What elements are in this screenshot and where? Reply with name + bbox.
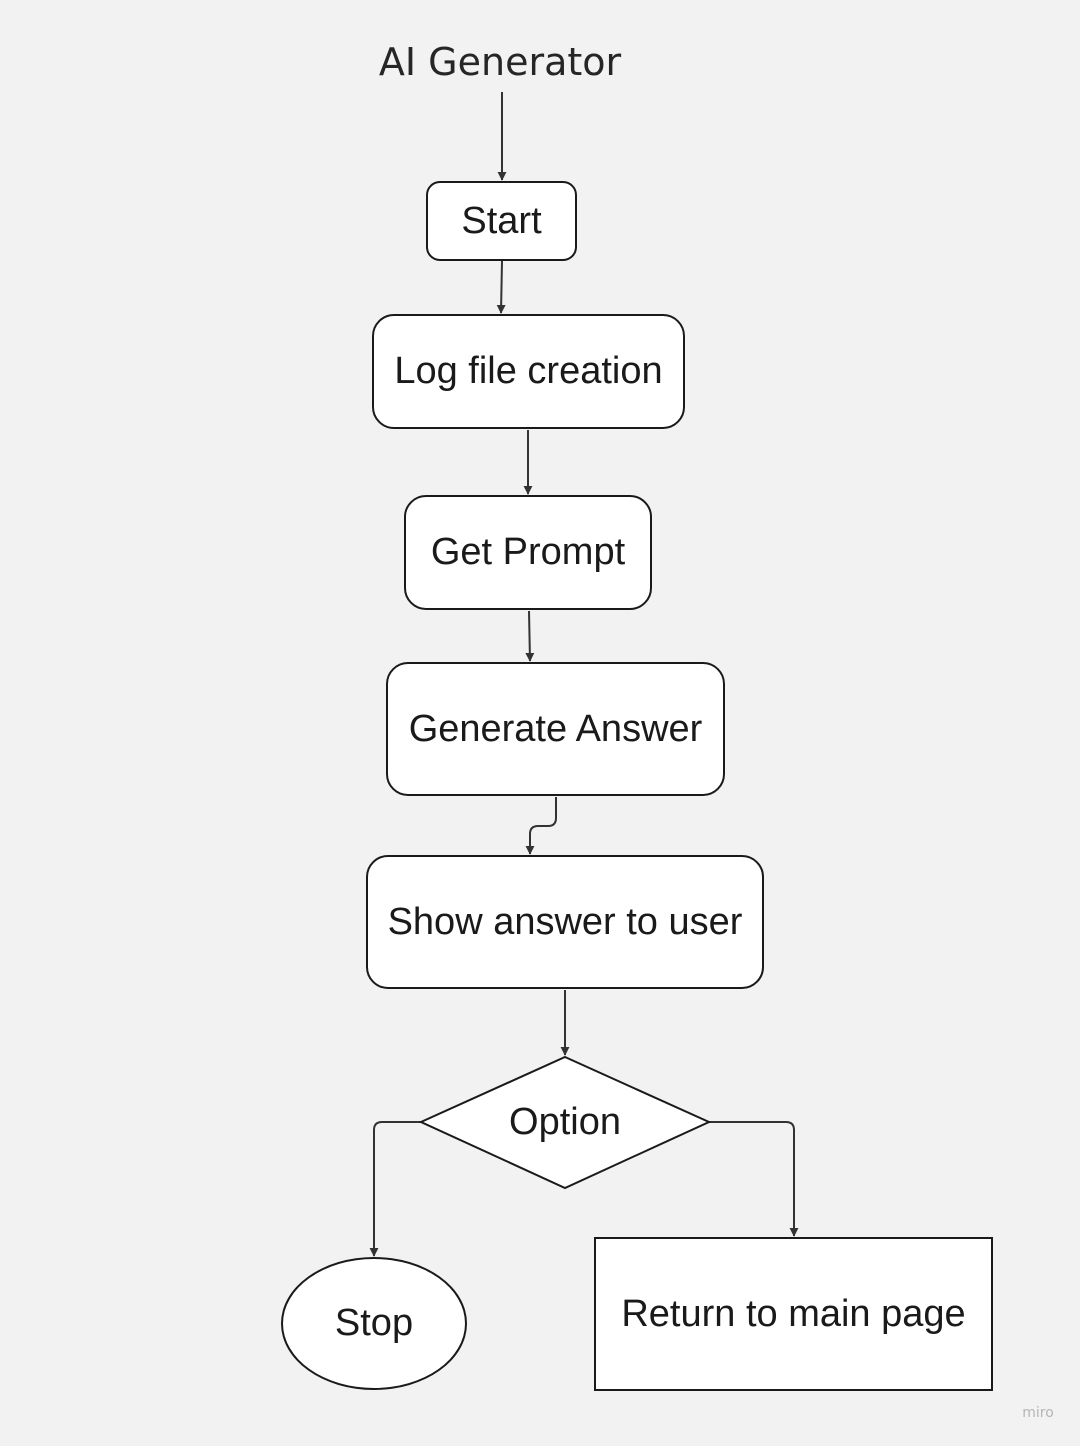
miro-watermark: miro xyxy=(1022,1405,1054,1421)
return-main-page-node[interactable]: Return to main page xyxy=(594,1237,993,1391)
connector-start-to-log xyxy=(496,260,506,314)
return-main-page-label: Return to main page xyxy=(621,1292,966,1335)
start-node[interactable]: Start xyxy=(426,181,577,261)
generate-answer-label: Generate Answer xyxy=(408,707,703,750)
diagram-title: AI Generator xyxy=(378,40,622,84)
option-decision-diamond[interactable] xyxy=(418,1055,712,1190)
connector-generate-to-show xyxy=(525,797,557,855)
connector-option-to-return xyxy=(709,1121,799,1237)
show-answer-label: Show answer to user xyxy=(387,900,743,943)
generate-answer-node[interactable]: Generate Answer xyxy=(386,662,725,796)
get-prompt-label: Get Prompt xyxy=(430,531,626,573)
get-prompt-node[interactable]: Get Prompt xyxy=(404,495,652,610)
option-label: Option xyxy=(509,1100,621,1143)
show-answer-node[interactable]: Show answer to user xyxy=(366,855,764,989)
log-file-creation-node[interactable]: Log file creation xyxy=(372,314,685,429)
connector-option-to-stop xyxy=(369,1121,421,1257)
stop-label: Stop xyxy=(334,1302,414,1344)
start-node-label: Start xyxy=(461,199,542,242)
connector-prompt-to-generate xyxy=(525,610,535,662)
log-file-creation-label: Log file creation xyxy=(394,350,663,392)
stop-node[interactable]: Stop xyxy=(281,1257,467,1390)
